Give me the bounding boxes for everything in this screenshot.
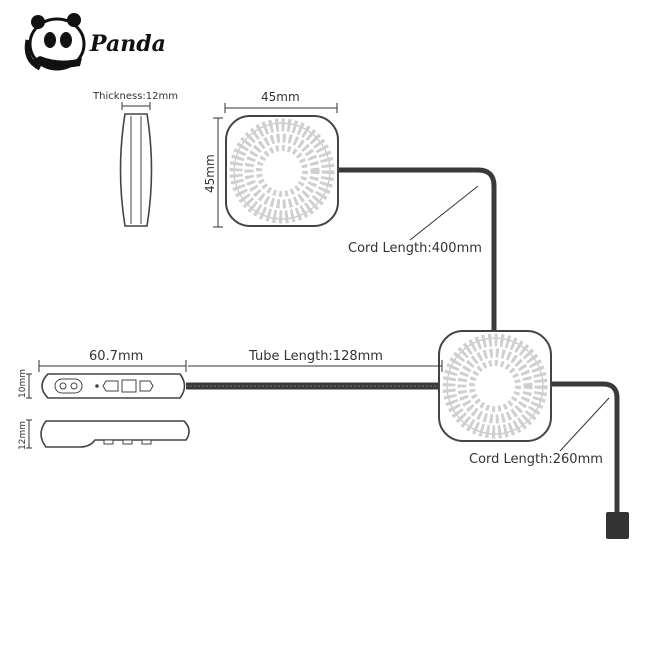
remote-height-dimension-line (26, 373, 32, 399)
bottom-speaker (438, 330, 552, 442)
cord-length-bottom-label: Cord Length:260mm (469, 452, 603, 467)
remote-depth-dimension-line (26, 419, 32, 449)
cord-bottom-leader (559, 397, 610, 452)
remote-length-dimension-line (38, 360, 187, 372)
remote-top-view (41, 373, 186, 399)
cord-top-leader (409, 185, 479, 241)
speaker-width-label: 45mm (261, 90, 300, 104)
speaker-height-label: 45mm (203, 154, 217, 193)
top-speaker-cord (334, 167, 497, 339)
bottom-speaker-cord (550, 381, 620, 514)
speaker-height-dimension-line (213, 117, 223, 228)
speaker-width-dimension-line (224, 103, 338, 113)
remote-depth-label: 12mm (18, 421, 28, 450)
remote-length-label: 60.7mm (89, 349, 143, 364)
top-speaker (225, 115, 339, 227)
thickness-label: Thickness:12mm (92, 91, 178, 102)
speaker-side-view (119, 113, 153, 227)
brand-name: Panda (89, 31, 166, 57)
panda-logo-icon (24, 13, 86, 71)
tube-length-dimension-line (188, 360, 443, 372)
usb-connector (606, 512, 629, 539)
thickness-dimension-line (121, 102, 151, 110)
remote-side-view (40, 420, 190, 448)
tube-length-label: Tube Length:128mm (248, 349, 383, 364)
remote-height-label: 10mm (18, 369, 28, 398)
cord-length-top-label: Cord Length:400mm (348, 241, 482, 256)
